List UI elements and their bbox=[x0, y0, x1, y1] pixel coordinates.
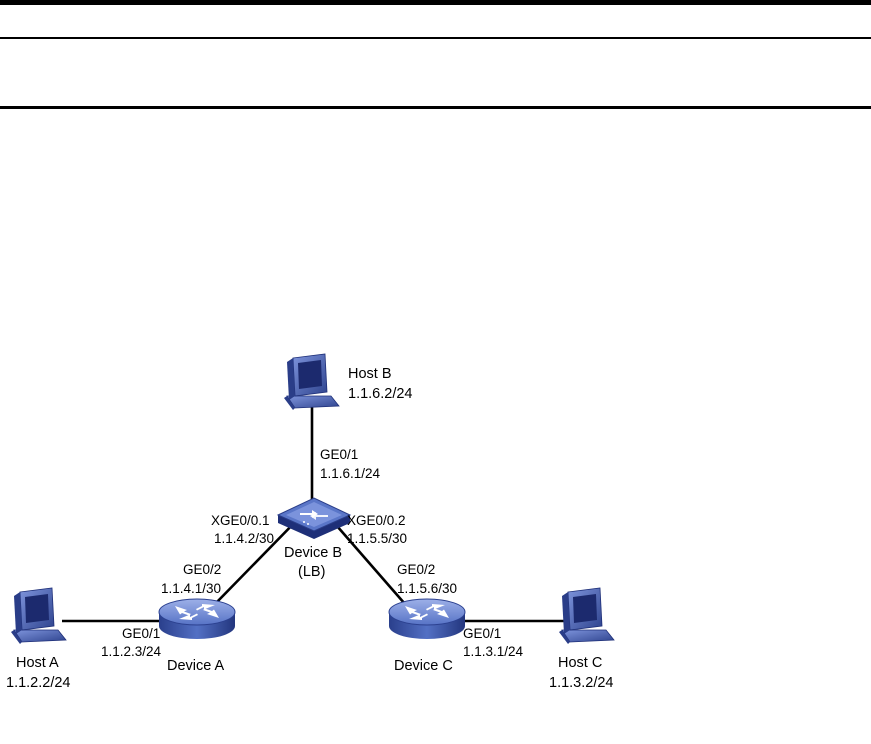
host-b-ip: 1.1.6.2/24 bbox=[348, 386, 413, 402]
device-b-xge01-ip: 1.1.4.2/30 bbox=[214, 531, 274, 546]
device-c-ge02-ip: 1.1.5.6/30 bbox=[397, 581, 457, 596]
device-a-name: Device A bbox=[167, 658, 225, 674]
host-c-ip: 1.1.3.2/24 bbox=[549, 675, 614, 691]
device-a-icon bbox=[158, 598, 236, 640]
header-rule-bottom bbox=[0, 106, 871, 109]
links bbox=[62, 406, 565, 623]
host-b-icon bbox=[283, 353, 340, 411]
host-a-ip: 1.1.2.2/24 bbox=[6, 675, 71, 691]
host-a-name: Host A bbox=[16, 655, 59, 671]
device-c-icon bbox=[388, 598, 466, 640]
device-b-ge01-ip: 1.1.6.1/24 bbox=[320, 466, 381, 481]
device-a-ge01-port: GE0/1 bbox=[122, 626, 160, 641]
header-rule-middle bbox=[0, 37, 871, 39]
host-c-name: Host C bbox=[558, 655, 602, 671]
device-b-switch-icon bbox=[276, 497, 352, 539]
device-c-ge02-port: GE0/2 bbox=[397, 562, 435, 577]
device-a-ge01-ip: 1.1.2.3/24 bbox=[101, 644, 162, 659]
device-a-ge02-port: GE0/2 bbox=[183, 562, 221, 577]
host-a-icon bbox=[10, 587, 67, 645]
device-b-xge01-port: XGE0/0.1 bbox=[211, 513, 270, 528]
link-device-a-device-b bbox=[214, 516, 301, 605]
link-device-b-device-c bbox=[329, 517, 406, 605]
device-c-ge01-port: GE0/1 bbox=[463, 626, 501, 641]
device-b-ge01-port: GE0/1 bbox=[320, 447, 358, 462]
device-c-ge01-ip: 1.1.3.1/24 bbox=[463, 644, 524, 659]
device-b-xge02-port: XGE0/0.2 bbox=[347, 513, 406, 528]
device-c-name: Device C bbox=[394, 658, 453, 674]
host-c-icon bbox=[558, 587, 615, 645]
device-b-xge02-ip: 1.1.5.5/30 bbox=[347, 531, 407, 546]
host-b-name: Host B bbox=[348, 366, 392, 382]
device-b-role: (LB) bbox=[298, 564, 325, 580]
device-a-ge02-ip: 1.1.4.1/30 bbox=[161, 581, 221, 596]
device-b-name: Device B bbox=[284, 545, 342, 561]
header-rule-top bbox=[0, 0, 871, 5]
